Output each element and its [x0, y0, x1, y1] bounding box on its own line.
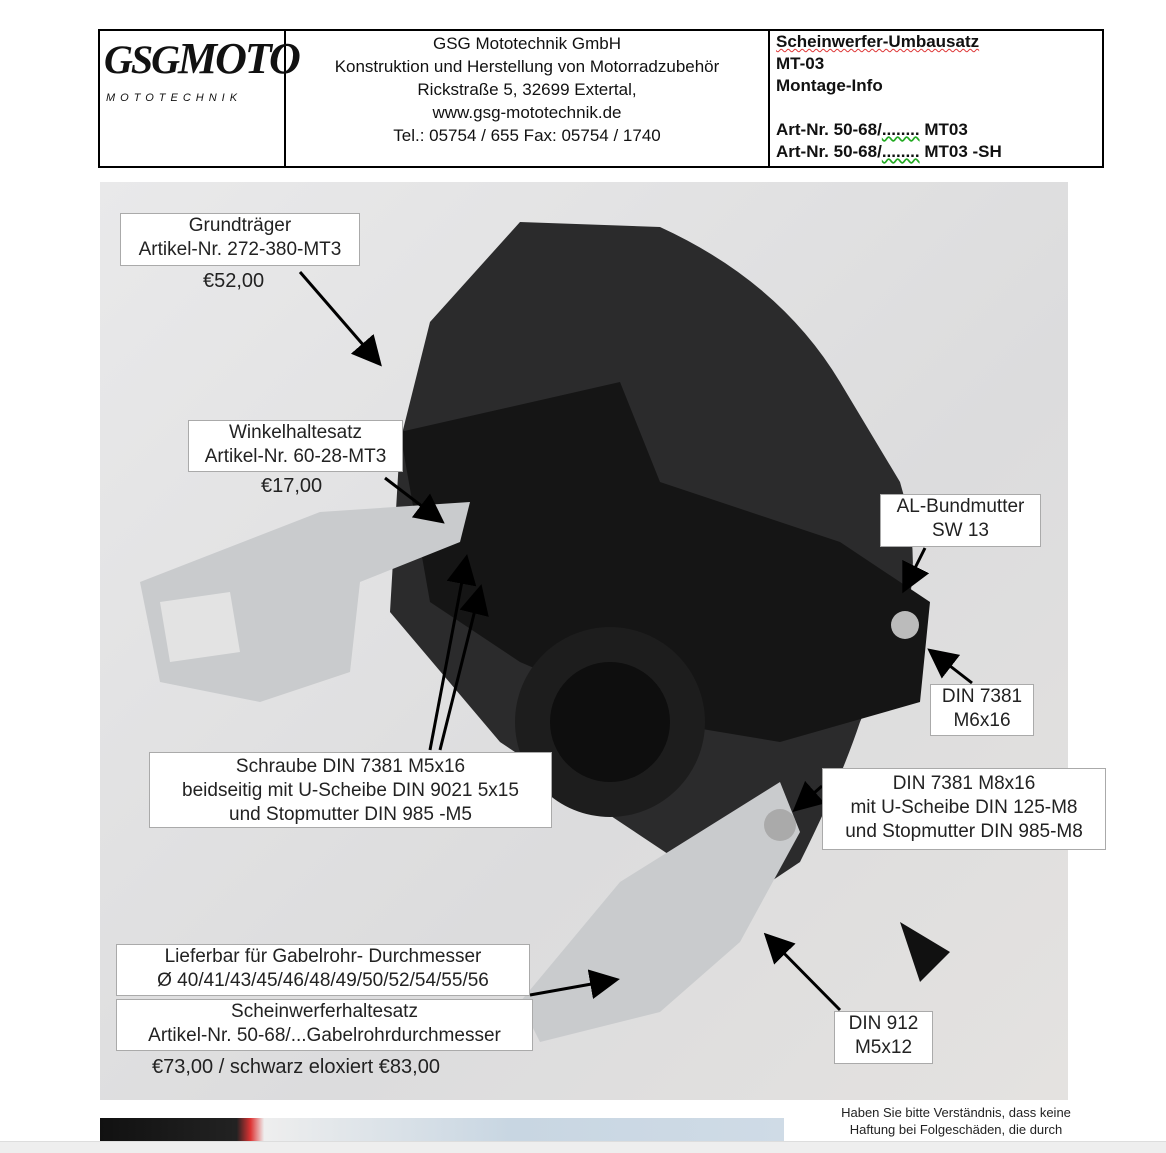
label-line: DIN 912: [848, 1013, 919, 1034]
company-phone: Tel.: 05754 / 655 Fax: 05754 / 1740: [393, 126, 661, 145]
arrow-lieferbar: [529, 969, 620, 999]
company-tagline: Konstruktion und Herstellung von Motorra…: [334, 57, 720, 76]
label-line: Artikel-Nr. 272-380-MT3: [138, 239, 342, 260]
label-din7381-m6: DIN 7381 M6x16: [930, 684, 1034, 736]
arrow-al-bundmutter: [902, 547, 930, 594]
label-line: mit U-Scheibe DIN 125-M8: [850, 797, 1078, 818]
label-schraube: Schraube DIN 7381 M5x16 beidseitig mit U…: [149, 752, 552, 828]
arrow-schraube-2: [438, 584, 489, 751]
product-photo: [100, 182, 1068, 1100]
arrow-din912: [763, 932, 842, 1012]
art-nr-prefix: Art-Nr. 50-68/: [776, 142, 882, 161]
price-winkelhaltesatz: €17,00: [261, 475, 323, 497]
second-photo: [100, 1118, 784, 1141]
label-line: Lieferbar für Gabelrohr- Durchmesser: [164, 946, 482, 967]
label-din7381-m8: DIN 7381 M8x16 mit U-Scheibe DIN 125-M8 …: [822, 768, 1106, 850]
label-line: Ø 40/41/43/45/46/48/49/50/52/54/55/56: [157, 970, 489, 991]
label-winkelhaltesatz: Winkelhaltesatz Artikel-Nr. 60-28-MT3: [188, 420, 403, 472]
label-al-bundmutter: AL-Bundmutter SW 13: [880, 494, 1041, 547]
company-cell: GSG Mototechnik GmbH Konstruktion und He…: [286, 31, 770, 166]
label-din912: DIN 912 M5x12: [834, 1011, 933, 1064]
note-line: Haben Sie bitte Verständnis, dass keine: [841, 1105, 1071, 1120]
price-grundtraeger: €52,00: [203, 270, 265, 292]
headlight-illustration: [140, 222, 950, 1042]
document-header: GSGMOTO MOTOTECHNIK GSG Mototechnik GmbH…: [98, 29, 1104, 168]
art-nr-blank: ........: [881, 120, 920, 139]
label-lieferbar: Lieferbar für Gabelrohr- Durchmesser Ø 4…: [116, 944, 530, 996]
logo-subtitle: MOTOTECHNIK: [106, 92, 243, 104]
label-line: Artikel-Nr. 60-28-MT3: [204, 446, 387, 467]
doc-type: Montage-Info: [776, 76, 883, 95]
art-nr-suffix: MT03: [919, 120, 968, 139]
label-line: SW 13: [931, 520, 990, 541]
product-model: MT-03: [776, 54, 825, 73]
company-name: GSG Mototechnik GmbH: [432, 34, 621, 53]
arrow-din7381-m6: [927, 648, 973, 685]
label-scheinwerferhaltesatz: Scheinwerferhaltesatz Artikel-Nr. 50-68/…: [116, 999, 533, 1051]
art-nr-suffix: MT03 -SH: [919, 142, 1002, 161]
arrow-grundtraeger: [298, 271, 382, 367]
logo-cell: GSGMOTO MOTOTECHNIK: [100, 31, 301, 166]
label-grundtraeger: Grundträger Artikel-Nr. 272-380-MT3: [120, 213, 360, 266]
horizontal-scrollbar[interactable]: [0, 1141, 1166, 1153]
label-line: Artikel-Nr. 50-68/...Gabelrohrdurchmesse…: [148, 1025, 501, 1046]
label-line: Scheinwerferhaltesatz: [231, 1001, 418, 1022]
art-nr-2: Art-Nr. 50-68/........ MT03 -SH: [776, 141, 1102, 163]
art-nr-prefix: Art-Nr. 50-68/: [776, 120, 882, 139]
art-nr-1: Art-Nr. 50-68/........ MT03: [776, 119, 1102, 141]
liability-note: Haben Sie bitte Verständnis, dass keine …: [806, 1104, 1106, 1138]
company-address: Rickstraße 5, 32699 Extertal,: [417, 80, 637, 99]
arrow-winkelhaltesatz: [384, 476, 445, 524]
label-line: und Stopmutter DIN 985-M8: [845, 821, 1083, 842]
label-line: Grundträger: [188, 215, 292, 236]
gsg-logo: GSGMOTO: [104, 34, 301, 83]
label-line: DIN 7381 M8x16: [892, 773, 1036, 794]
note-line: Haftung bei Folgeschäden, die durch: [849, 1122, 1063, 1137]
label-line: Schraube DIN 7381 M5x16: [235, 756, 466, 777]
label-line: Winkelhaltesatz: [228, 422, 363, 443]
product-cell: Scheinwerfer-Umbausatz MT-03 Montage-Inf…: [770, 31, 1102, 166]
label-line: beidseitig mit U-Scheibe DIN 9021 5x15: [182, 780, 519, 801]
label-line: und Stopmutter DIN 985 -M5: [229, 804, 472, 825]
art-nr-blank: ........: [881, 142, 920, 161]
label-line: DIN 7381: [941, 686, 1023, 707]
label-line: M5x12: [854, 1037, 913, 1058]
product-title: Scheinwerfer-Umbausatz: [776, 32, 980, 51]
company-website: www.gsg-mototechnik.de: [432, 103, 622, 122]
label-line: AL-Bundmutter: [896, 496, 1025, 517]
arrow-din7381-m8: [792, 780, 825, 812]
label-line: M6x16: [953, 710, 1011, 731]
price-scheinwerferhaltesatz: €73,00 / schwarz eloxiert €83,00: [152, 1056, 440, 1078]
